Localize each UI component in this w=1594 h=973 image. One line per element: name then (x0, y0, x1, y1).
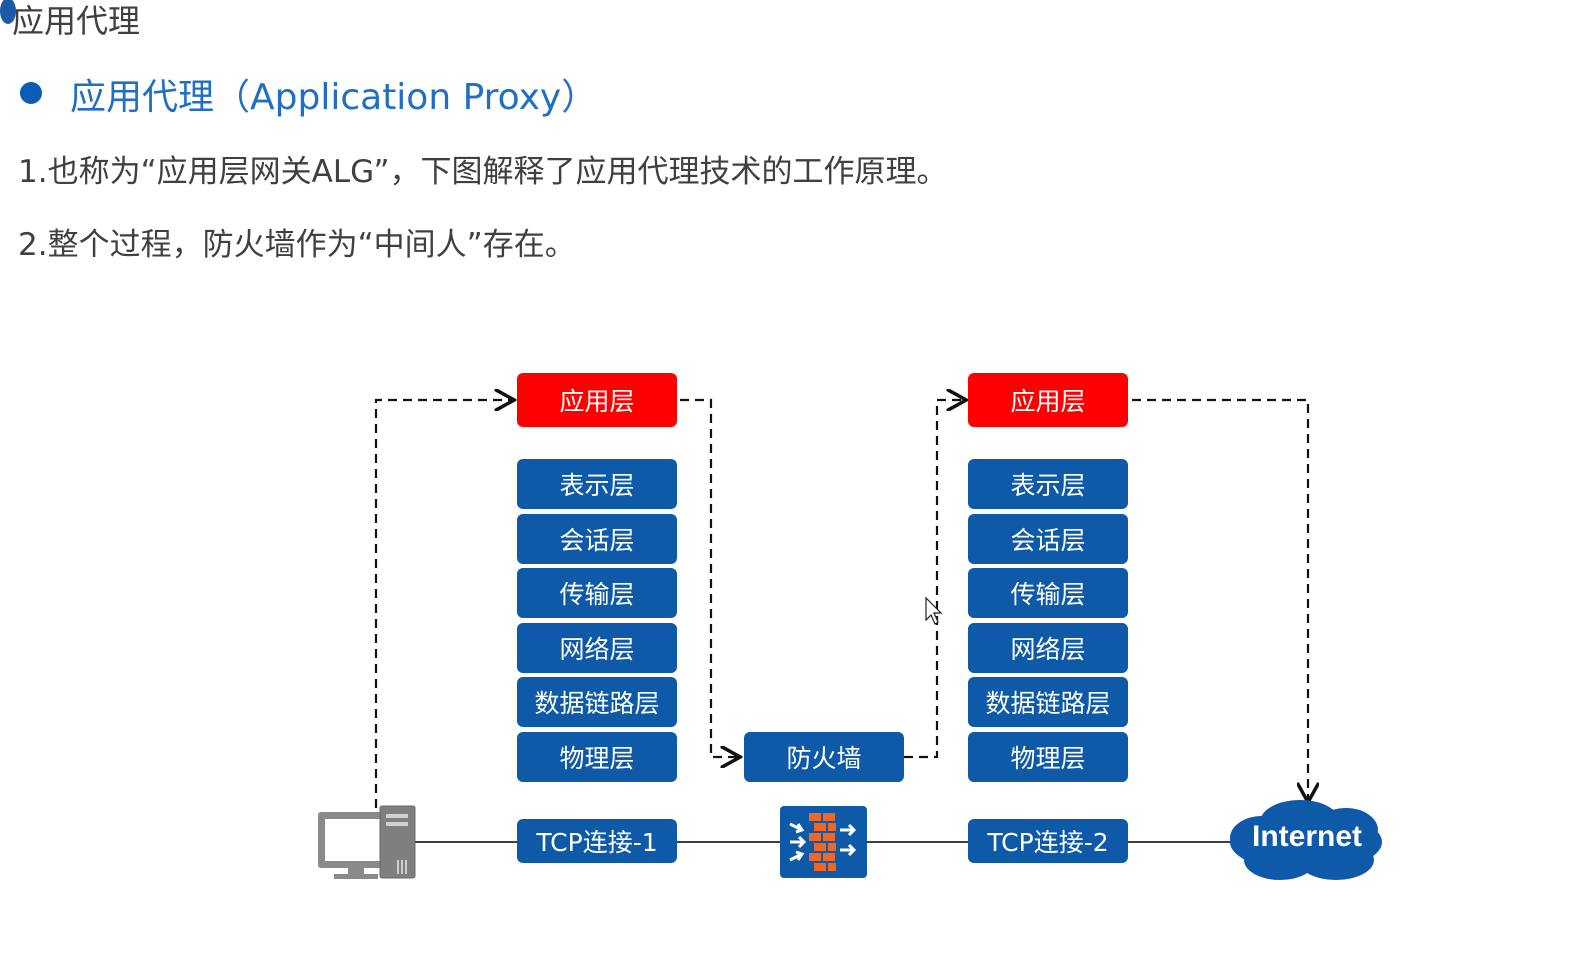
right-presentation-layer: 表示层 (968, 459, 1128, 509)
right-session-layer: 会话层 (968, 514, 1128, 564)
internet-label: Internet (1251, 820, 1362, 853)
left-session-layer: 会话层 (517, 514, 677, 564)
left-presentation-layer: 表示层 (517, 459, 677, 509)
firewall-layer: 防火墙 (744, 732, 904, 782)
right-physical-layer: 物理层 (968, 732, 1128, 782)
right-network-layer: 网络层 (968, 623, 1128, 673)
flow-app1-to-firewall (680, 398, 738, 757)
flow-computer-to-app1 (374, 400, 512, 808)
right-transport-layer: 传输层 (968, 568, 1128, 618)
top-title-text: 应用代理 (12, 2, 141, 40)
right-datalink-layer: 数据链路层 (968, 677, 1128, 727)
tcp-connection-1: TCP连接-1 (517, 819, 677, 863)
page-top-title: 应用代理 (0, 0, 141, 42)
flow-firewall-to-app2 (904, 400, 964, 759)
flow-app2-to-internet (1132, 398, 1308, 800)
left-network-layer: 网络层 (517, 623, 677, 673)
mouse-cursor-icon (925, 596, 943, 625)
tcp-connection-2: TCP连接-2 (968, 819, 1128, 863)
desktop-computer-icon (318, 805, 416, 879)
bullet-icon (20, 82, 42, 104)
paragraph-2: 2.整个过程，防火墙作为“中间人”存在。 (18, 227, 576, 263)
left-physical-layer: 物理层 (517, 732, 677, 782)
left-application-layer: 应用层 (517, 373, 677, 427)
left-datalink-layer: 数据链路层 (517, 677, 677, 727)
paragraph-1: 1.也称为“应用层网关ALG”，下图解释了应用代理技术的工作原理。 (18, 154, 948, 190)
section-heading: 应用代理（Application Proxy） (70, 77, 598, 118)
firewall-icon (780, 806, 867, 878)
section-dot-icon (0, 0, 16, 24)
internet-cloud-icon (1230, 800, 1382, 880)
left-transport-layer: 传输层 (517, 568, 677, 618)
right-application-layer: 应用层 (968, 373, 1128, 427)
